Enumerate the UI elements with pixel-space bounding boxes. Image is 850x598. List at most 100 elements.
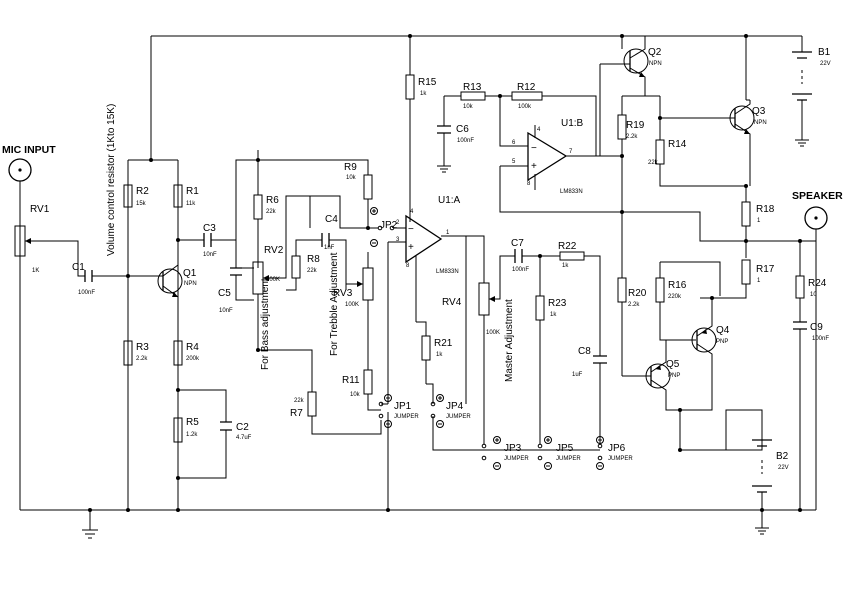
u1b-pin6: 6 <box>512 140 516 146</box>
u1a-opamp <box>405 214 467 404</box>
jp3-label: JP3 <box>504 443 522 454</box>
r13-value: 10k <box>463 104 474 110</box>
b2-value: 22V <box>778 465 789 471</box>
b2-label: B2 <box>776 451 789 462</box>
q1-transistor <box>128 207 183 341</box>
r9-value: 10k <box>346 175 357 181</box>
volume-note: Volume control resistor (1Kto 15K) <box>106 104 117 256</box>
r1-value: 11k <box>186 201 196 207</box>
r15-value: 1k <box>420 91 427 97</box>
r22-value: 1k <box>562 263 569 269</box>
r22-label: R22 <box>558 241 577 252</box>
r8-label: R8 <box>307 254 320 265</box>
jp5-label: JP5 <box>556 443 574 454</box>
c9-value: 100nF <box>812 336 829 342</box>
r21-value: 1k <box>436 352 443 358</box>
r13-label: R13 <box>463 82 482 93</box>
r4-value: 200k <box>186 356 200 362</box>
b1-label: B1 <box>818 47 831 58</box>
r8-value: 22k <box>307 268 318 274</box>
c8-value: 1uF <box>572 372 583 378</box>
c3-label: C3 <box>203 223 216 234</box>
q1-value: NPN <box>184 281 197 287</box>
u1a-value: LM833N <box>436 269 459 275</box>
jp5-value: JUMPER <box>556 456 581 462</box>
c1-value: 100nF <box>78 290 95 296</box>
jp3-jumper <box>481 436 501 470</box>
q4-label: Q4 <box>716 325 730 336</box>
rv3-label: RV3 <box>333 288 353 299</box>
r15-resistor <box>405 74 415 222</box>
c9-capacitor <box>793 321 807 510</box>
r19-value: 2.2k <box>626 134 638 140</box>
u1a-plus-sign: + <box>408 242 414 253</box>
r23-value: 1k <box>550 312 557 318</box>
r7-value: 22k <box>294 398 305 404</box>
jp6-label: JP6 <box>608 443 626 454</box>
c6-label: C6 <box>456 124 469 135</box>
b1-battery <box>792 36 812 147</box>
u1b-pin7: 7 <box>569 149 573 155</box>
c1-capacitor <box>77 262 128 282</box>
q5-transistor <box>622 340 681 450</box>
r13-resistor <box>460 91 512 101</box>
r11-resistor <box>363 369 381 411</box>
c7-label: C7 <box>511 238 524 249</box>
c9-label: C9 <box>810 322 823 333</box>
jp1-value: JUMPER <box>394 414 419 420</box>
bass-network <box>230 150 369 350</box>
q3-label: Q3 <box>752 106 766 117</box>
power-rails <box>19 35 817 511</box>
rv4-label: RV4 <box>442 297 462 308</box>
r21-resistor <box>416 321 431 384</box>
junction-dots <box>88 34 802 512</box>
q2-label: Q2 <box>648 47 662 58</box>
r3-resistor <box>123 340 133 366</box>
r2-resistor <box>123 184 133 276</box>
q4-value: PNP <box>716 339 728 345</box>
r9-resistor <box>363 174 373 200</box>
c5-label: C5 <box>218 288 231 299</box>
c1-label: C1 <box>72 262 85 273</box>
u1b-opamp <box>499 96 622 213</box>
c4-value: 1nF <box>324 245 335 251</box>
u1a-pin1: 1 <box>446 230 450 236</box>
r2-label: R2 <box>136 186 149 197</box>
r20-value: 2.2k <box>628 302 640 308</box>
c4-capacitor <box>321 233 347 290</box>
u1a-minus-sign: − <box>408 224 414 235</box>
treble-network <box>310 195 374 370</box>
r18-value: 1 <box>757 218 761 224</box>
u1b-pin5: 5 <box>512 159 516 165</box>
c6-value: 100nF <box>457 138 474 144</box>
speaker-connector <box>804 206 828 241</box>
r16-resistor <box>655 261 721 341</box>
r20-label: R20 <box>628 288 647 299</box>
rv2-label: RV2 <box>264 245 284 256</box>
bass-note: For Bass adjustment <box>260 278 271 370</box>
r12-value: 100k <box>518 104 532 110</box>
c7-capacitor <box>514 249 560 263</box>
r11-label: R11 <box>342 375 360 386</box>
r11-value: 10k <box>350 392 361 398</box>
r5-value: 1.2k <box>186 432 198 438</box>
r16-value: 220k <box>668 294 682 300</box>
u1a-pin4: 4 <box>410 209 414 215</box>
u1b-value: LM833N <box>560 189 583 195</box>
c2-value: 4.7uF <box>236 435 252 441</box>
mic-input-connector <box>8 158 32 210</box>
r23-label: R23 <box>548 298 567 309</box>
r21-label: R21 <box>434 338 453 349</box>
u1b-plus-sign: + <box>531 161 537 172</box>
r22-resistor <box>559 251 601 356</box>
q5-label: Q5 <box>666 359 680 370</box>
rv1-potentiometer <box>14 210 79 510</box>
c7-value: 100nF <box>512 267 529 273</box>
r3-label: R3 <box>136 342 149 353</box>
r12-label: R12 <box>517 82 536 93</box>
rv4-value: 100K <box>486 330 500 336</box>
u1a-pin8: 8 <box>406 263 410 269</box>
r1-label: R1 <box>186 186 199 197</box>
rv3-value: 100K <box>345 302 359 308</box>
r3-value: 2.2k <box>136 356 148 362</box>
